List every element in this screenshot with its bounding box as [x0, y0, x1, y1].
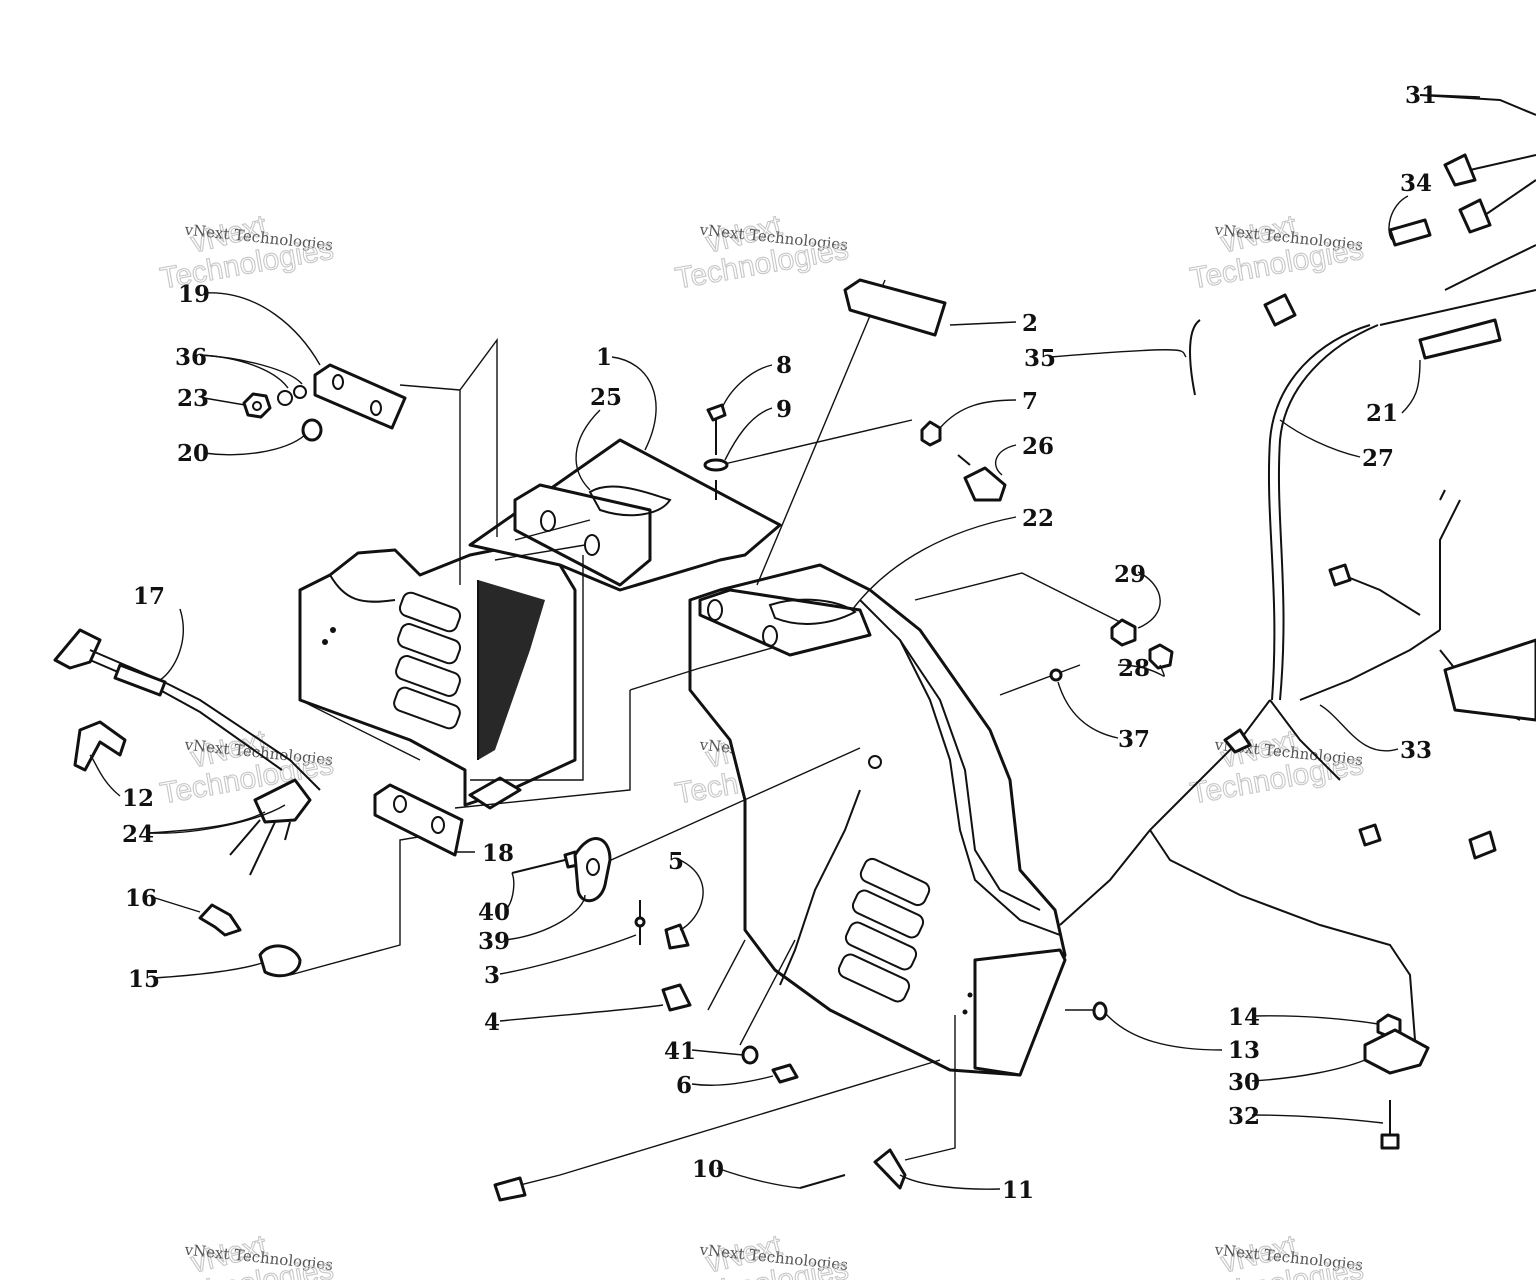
label-19: 19 — [178, 281, 210, 308]
label-8: 8 — [776, 352, 792, 379]
label-28: 28 — [1118, 655, 1150, 682]
label-12: 12 — [122, 785, 154, 812]
label-21: 21 — [1366, 400, 1398, 427]
label-29: 29 — [1114, 561, 1146, 588]
label-40: 40 — [478, 899, 510, 926]
label-18: 18 — [482, 840, 514, 867]
label-41: 41 — [664, 1038, 696, 1065]
label-10: 10 — [692, 1156, 724, 1183]
label-13: 13 — [1228, 1037, 1260, 1064]
part-labels: 19 36 23 20 1 25 8 9 2 7 26 22 29 28 37 … — [122, 82, 1437, 1204]
label-2: 2 — [1022, 310, 1038, 337]
label-1: 1 — [596, 344, 612, 371]
label-11: 11 — [1002, 1177, 1034, 1204]
label-27: 27 — [1362, 445, 1394, 472]
label-37: 37 — [1118, 726, 1150, 753]
assembly-lines — [289, 279, 1121, 1191]
label-9: 9 — [776, 396, 792, 423]
label-26: 26 — [1022, 433, 1054, 460]
label-16: 16 — [125, 885, 157, 912]
label-23: 23 — [177, 385, 209, 412]
label-30: 30 — [1228, 1069, 1260, 1096]
small-parts — [53, 278, 1430, 1202]
label-5: 5 — [668, 848, 684, 875]
label-24: 24 — [122, 821, 154, 848]
label-3: 3 — [484, 962, 500, 989]
label-35: 35 — [1024, 345, 1056, 372]
console-housing-left — [298, 438, 782, 810]
label-15: 15 — [128, 966, 160, 993]
label-7: 7 — [1022, 388, 1038, 415]
label-32: 32 — [1228, 1103, 1260, 1130]
label-33: 33 — [1400, 737, 1432, 764]
label-14: 14 — [1228, 1004, 1260, 1031]
label-17: 17 — [133, 583, 165, 610]
label-22: 22 — [1022, 505, 1054, 532]
console-housing-right — [688, 563, 1067, 1077]
label-36: 36 — [175, 344, 207, 371]
label-31: 31 — [1405, 82, 1437, 109]
label-4: 4 — [484, 1009, 500, 1036]
label-34: 34 — [1400, 170, 1432, 197]
label-39: 39 — [478, 928, 510, 955]
wiring-harness — [1059, 94, 1536, 1041]
label-leaders — [89, 94, 1481, 1190]
label-6: 6 — [676, 1072, 692, 1099]
label-20: 20 — [177, 440, 209, 467]
label-25: 25 — [590, 384, 622, 411]
